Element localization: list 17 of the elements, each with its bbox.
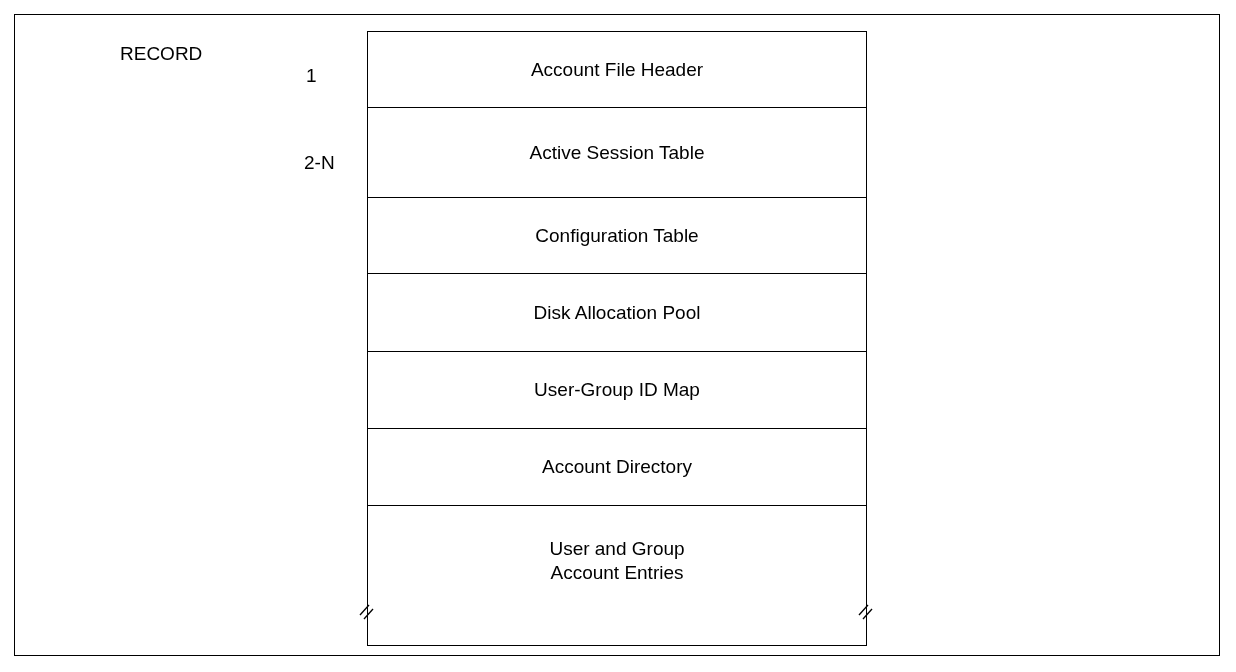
row-label: Configuration Table: [535, 223, 699, 248]
row-label: User-Group ID Map: [534, 378, 700, 402]
record-row: [367, 197, 867, 274]
row-label: Account File Header: [530, 57, 704, 82]
record-row: [367, 107, 867, 198]
record-row: [367, 31, 867, 108]
row-label: Account Directory: [542, 455, 692, 479]
record-row: [367, 273, 867, 352]
row-label: Active Session Table: [529, 140, 705, 165]
row-label: User and Group Account Entries: [548, 537, 686, 585]
record-row: [367, 505, 867, 646]
record-row: [367, 428, 867, 506]
record-number: RECORD: [120, 42, 203, 66]
record-number: 1: [306, 64, 317, 88]
record-row: [367, 351, 867, 429]
row-label: Disk Allocation Pool: [533, 300, 701, 325]
record-number: 2-N: [304, 151, 335, 175]
